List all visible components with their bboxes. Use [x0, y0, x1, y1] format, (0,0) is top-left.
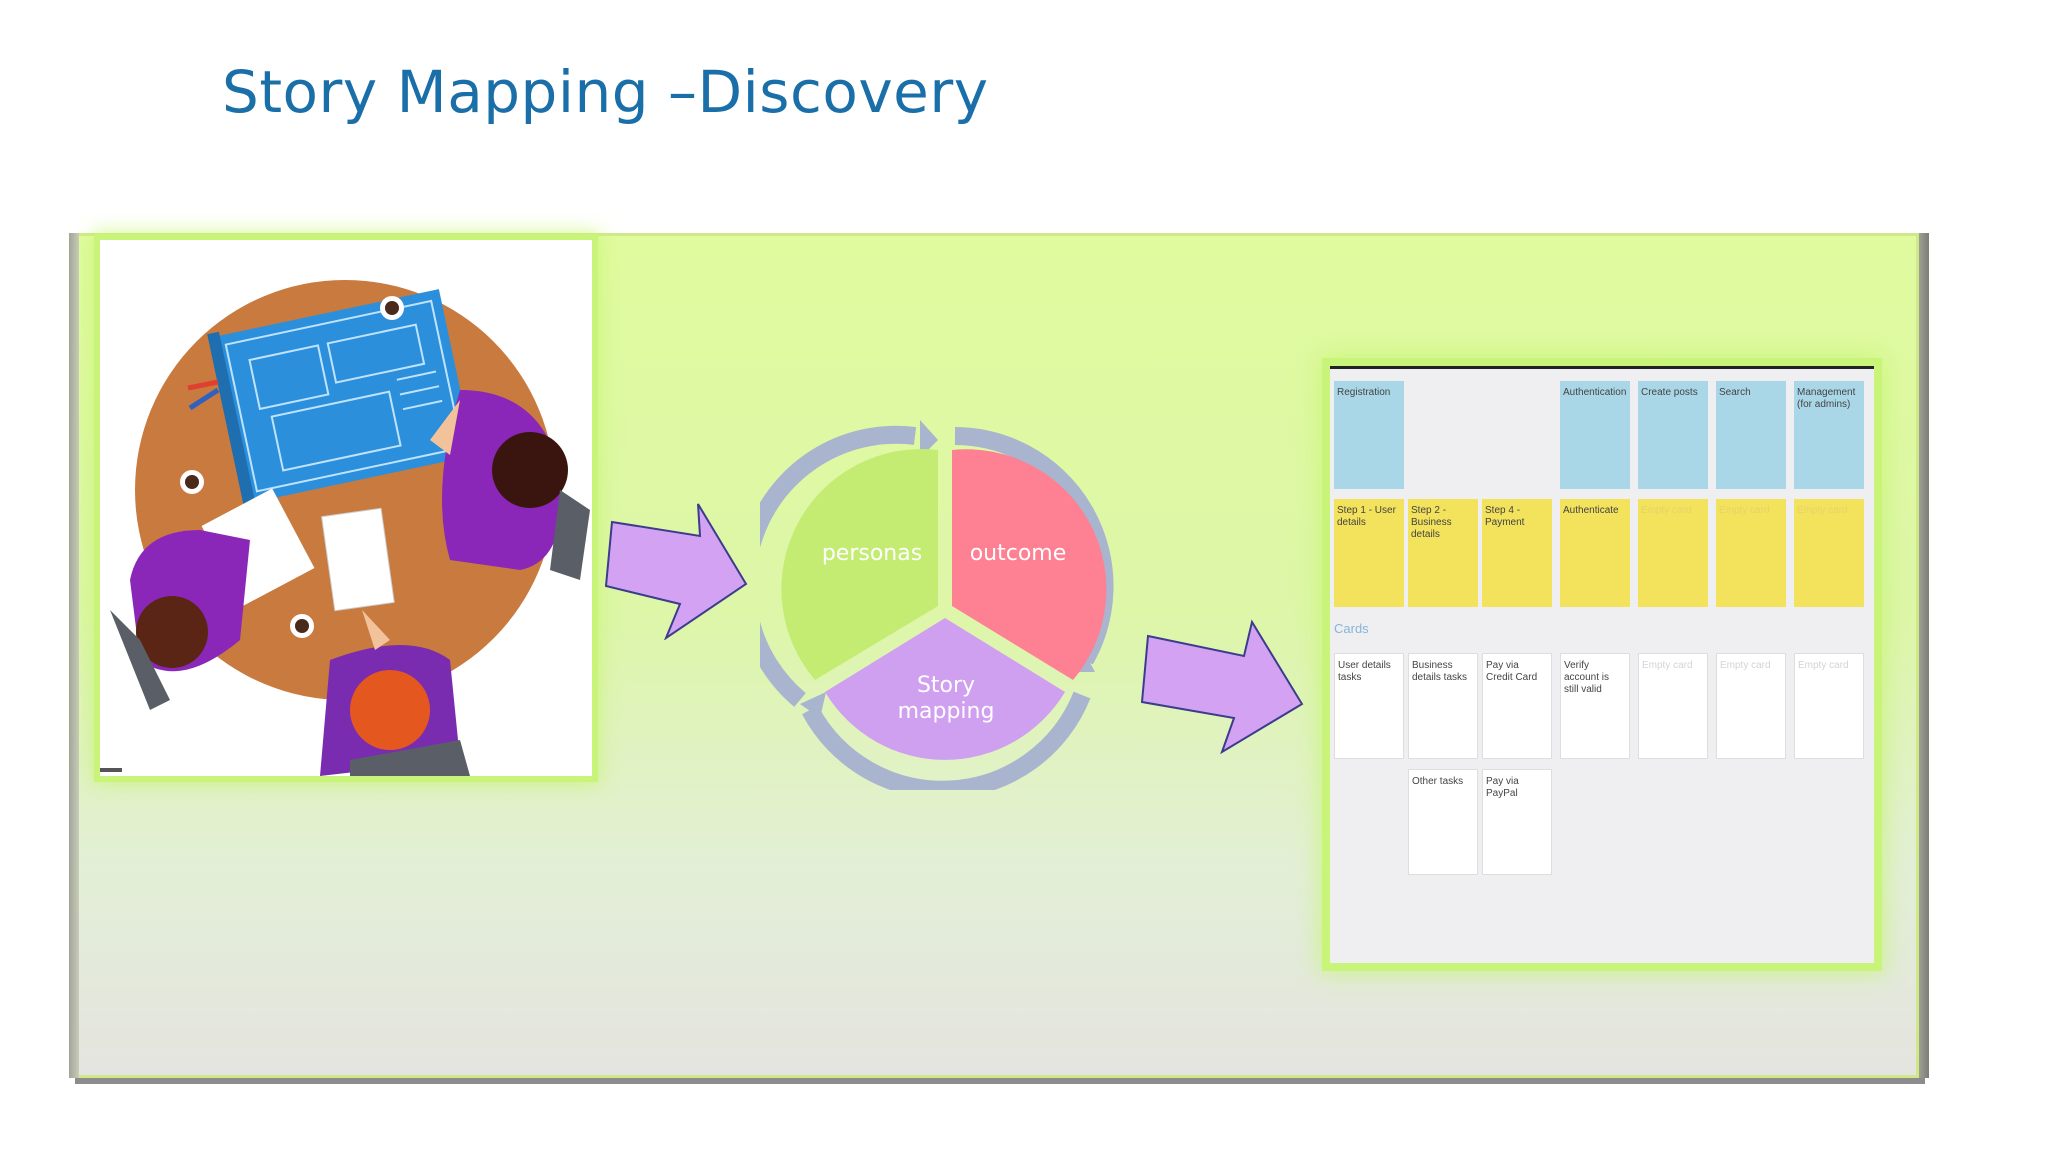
right-arrow-icon [604, 503, 748, 640]
epic-card: Authentication [1560, 381, 1630, 489]
meeting-illustration [100, 240, 592, 776]
ring-arc-left [760, 425, 917, 707]
task-card: Business details tasks [1408, 653, 1478, 759]
slide-title: Story Mapping –Discovery [222, 58, 989, 126]
task-card: Empty card [1716, 653, 1786, 759]
cycle-diagram: personas outcome Story mapping [760, 420, 1114, 790]
task-card: User details tasks [1334, 653, 1404, 759]
step-card: Step 1 - User details [1334, 499, 1404, 607]
personas-label: personas [822, 541, 922, 566]
step-card: Step 2 - Business details [1408, 499, 1478, 607]
epic-card: Registration [1334, 381, 1404, 489]
task-card: Verify account is still valid [1560, 653, 1630, 759]
right-arrow-icon [1140, 619, 1304, 755]
cards-section-label: Cards [1334, 621, 1369, 636]
outcome-label: outcome [970, 541, 1067, 566]
step-card: Step 4 - Payment [1482, 499, 1552, 607]
ring-arrowhead-top [920, 420, 938, 458]
story-map-board: Registration Authentication Create posts… [1330, 366, 1874, 963]
segment-outcome [952, 449, 1107, 680]
segment-personas [781, 449, 938, 680]
step-card: Empty card [1794, 499, 1864, 607]
epic-card: Management (for admins) [1794, 381, 1864, 489]
story-mapping-label-line1: Story [917, 673, 975, 698]
step-card: Authenticate [1560, 499, 1630, 607]
ring-arc-bottom [802, 691, 1091, 790]
step-card: Empty card [1638, 499, 1708, 607]
segment-story-mapping [825, 618, 1065, 760]
ring-arrowhead-left [800, 692, 826, 718]
task-card: Pay via PayPal [1482, 769, 1552, 875]
epic-card: Search [1716, 381, 1786, 489]
task-card: Pay via Credit Card [1482, 653, 1552, 759]
story-mapping-label-line2: mapping [898, 699, 995, 724]
task-card: Other tasks [1408, 769, 1478, 875]
team-planning-illustration [100, 240, 592, 776]
epic-card: Create posts [1638, 381, 1708, 489]
task-card: Empty card [1638, 653, 1708, 759]
task-card: Empty card [1794, 653, 1864, 759]
step-card: Empty card [1716, 499, 1786, 607]
